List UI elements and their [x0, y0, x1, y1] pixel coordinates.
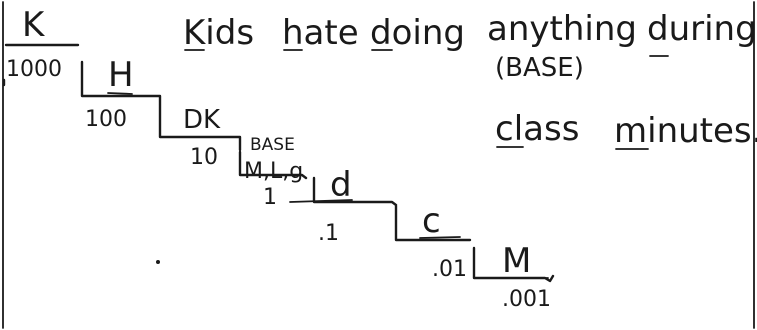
prefix-deci: d	[330, 165, 352, 205]
prefix-base-units: M,L,g	[244, 159, 303, 184]
mnemonic-word-during: during	[647, 9, 757, 49]
underline-c	[419, 236, 461, 239]
underline-h	[107, 92, 133, 95]
mnemonic-word-kids: Kids	[183, 13, 254, 53]
underline-d	[289, 199, 353, 203]
value-deka: 10	[190, 145, 218, 170]
mnemonic-word-anything: anything	[487, 9, 637, 49]
mnemonic-word-doing: doing	[370, 13, 465, 53]
value-kilo: 1000	[6, 57, 62, 82]
mnemonic-word-class: class	[495, 109, 579, 149]
value-base: 1	[263, 185, 277, 210]
mnemonic-word-hate: hate	[282, 13, 359, 53]
value-milli: .001	[502, 287, 551, 312]
value-hecto: 100	[85, 107, 127, 132]
prefix-kilo: K	[22, 5, 46, 45]
stray-dot	[156, 260, 160, 264]
value-deci: .1	[318, 221, 339, 246]
prefix-deka: DK	[183, 105, 221, 135]
prefix-milli: M	[502, 241, 531, 281]
base-label: BASE	[250, 135, 295, 155]
value-centi: .01	[432, 257, 467, 282]
base-note: (BASE)	[495, 53, 584, 83]
prefix-hecto: H	[108, 55, 134, 95]
mnemonic-word-minutes: minutes.	[614, 111, 757, 151]
staircase-line	[2, 43, 555, 283]
prefix-centi: c	[422, 201, 441, 241]
